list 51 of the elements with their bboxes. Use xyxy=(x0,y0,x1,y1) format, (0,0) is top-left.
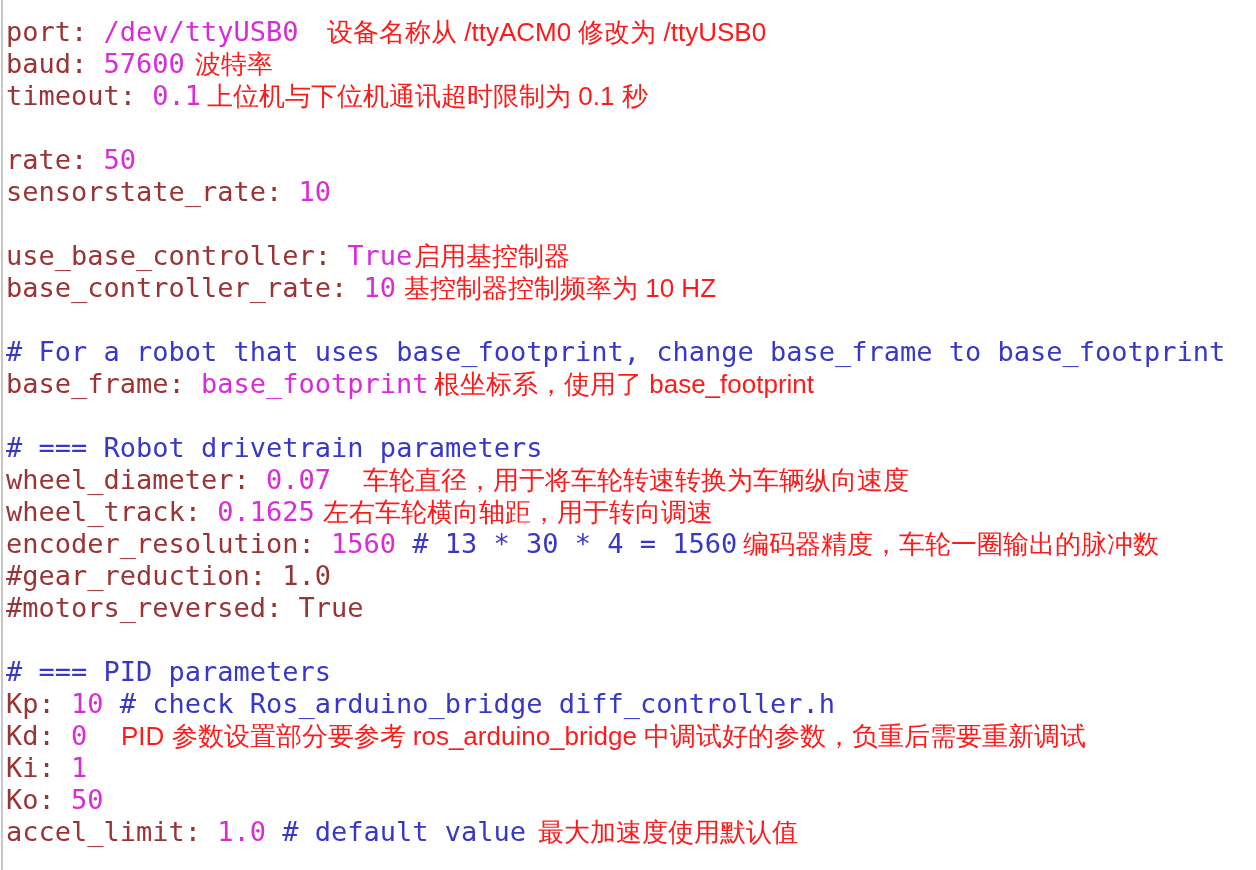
config-key: baud: xyxy=(6,49,88,79)
config-key: wheel_track: xyxy=(6,497,202,527)
annotation-note: 波特率 xyxy=(195,49,273,79)
annotation-note: 设备名称从 /ttyACM0 修改为 /ttyUSB0 xyxy=(327,17,767,47)
config-value: 1.0 xyxy=(217,817,267,847)
config-key: base_controller_rate: xyxy=(6,273,348,303)
code-comment: # For a robot that uses base_footprint, change base_frame to base_footprint xyxy=(6,337,1226,367)
config-key: #gear_reduction: 1.0 xyxy=(6,561,332,591)
annotation-note: 编码器精度，车轮一圈输出的脉冲数 xyxy=(743,529,1159,559)
config-key: port: xyxy=(6,17,88,47)
config-value: 10 xyxy=(298,177,331,207)
config-value: 57600 xyxy=(103,49,185,79)
config-key: rate: xyxy=(6,145,88,175)
config-value: 0.07 xyxy=(266,465,332,495)
annotation-note: 左右车轮横向轴距，用于转向调速 xyxy=(323,497,713,527)
config-value: 0 xyxy=(71,721,88,751)
annotation-note: 基控制器控制频率为 10 HZ xyxy=(404,273,717,303)
config-value: 10 xyxy=(71,689,104,719)
config-key: accel_limit: xyxy=(6,817,202,847)
config-value: 50 xyxy=(71,785,104,815)
annotation-note: 最大加速度使用默认值 xyxy=(538,817,798,847)
config-value: True xyxy=(347,241,413,271)
config-value: 10 xyxy=(363,273,396,303)
config-key: timeout: xyxy=(6,81,137,111)
annotation-note: 上位机与下位机通讯超时限制为 0.1 秒 xyxy=(207,81,648,111)
code-comment: # === Robot drivetrain parameters xyxy=(6,433,543,463)
config-value: base_footprint xyxy=(201,369,429,399)
code-comment: # === PID parameters xyxy=(6,657,332,687)
config-key: wheel_diameter: xyxy=(6,465,250,495)
config-key: use_base_controller: xyxy=(6,241,332,271)
config-value: 0.1625 xyxy=(217,497,315,527)
config-key: Ko: xyxy=(6,785,55,815)
config-key: #motors_reversed: True xyxy=(6,593,364,623)
annotation-note: 车轮直径，用于将车轮转速转换为车辆纵向速度 xyxy=(363,465,909,495)
annotation-note: 根坐标系，使用了 base_footprint xyxy=(434,369,814,399)
config-value: /dev/ttyUSB0 xyxy=(103,17,299,47)
config-key: Kp: xyxy=(6,689,55,719)
config-value: 1 xyxy=(71,753,88,783)
config-key: sensorstate_rate: xyxy=(6,177,283,207)
code-comment: # 13 * 30 * 4 = 1560 xyxy=(412,529,738,559)
config-value: 0.1 xyxy=(152,81,202,111)
config-value: 50 xyxy=(103,145,136,175)
code-comment: # check Ros_arduino_bridge diff_controller.h xyxy=(119,689,835,719)
config-value: 1560 xyxy=(331,529,397,559)
annotation-note: 启用基控制器 xyxy=(414,241,570,271)
code-comment: # default value xyxy=(282,817,527,847)
annotation-note: PID 参数设置部分要参考 ros_arduino_bridge 中调试好的参数，负重后需要重新调试 xyxy=(121,721,1087,751)
config-key: base_frame: xyxy=(6,369,185,399)
config-key: Ki: xyxy=(6,753,55,783)
config-key: Kd: xyxy=(6,721,55,751)
config-key: encoder_resolution: xyxy=(6,529,315,559)
